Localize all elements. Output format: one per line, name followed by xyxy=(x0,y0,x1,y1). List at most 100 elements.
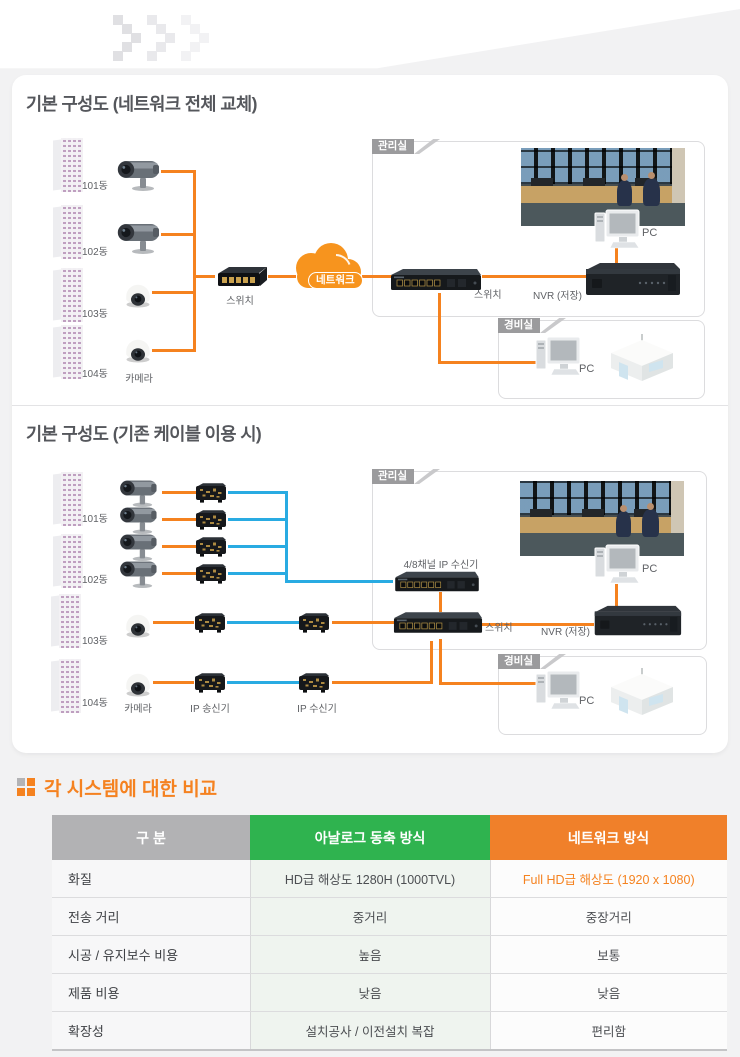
mosaic-arrow-icon xyxy=(113,15,123,25)
nvr-icon xyxy=(584,261,680,298)
cable-line-orange xyxy=(162,572,196,575)
diagram-card: 기본 구성도 (네트워크 전체 교체) 관리실 경비실 101동 102동 10… xyxy=(12,75,728,753)
guard-house-icon xyxy=(611,668,673,722)
cable-line-orange xyxy=(615,247,618,263)
operator-silhouette xyxy=(642,509,659,537)
channel-receiver-label: 4/8채널 IP 수신기 xyxy=(403,560,479,571)
management-room-tag: 관리실 xyxy=(372,469,414,484)
ip-transmitter-icon xyxy=(193,672,227,694)
analog-cell: 중거리 xyxy=(249,897,490,936)
ip-transmitter-label: IP 송신기 xyxy=(190,704,230,715)
cable-line-orange xyxy=(162,518,196,521)
cable-line-orange xyxy=(162,491,196,494)
building-label: 104동 xyxy=(82,369,108,380)
guard-house-icon xyxy=(611,334,673,388)
bullet-camera-icon xyxy=(115,558,161,588)
cable-line-orange xyxy=(439,639,442,685)
cable-line-orange xyxy=(615,584,618,606)
ip-transmitter-icon xyxy=(194,509,228,531)
rack-switch-label: 스위치 xyxy=(485,623,513,634)
pc-label: PC xyxy=(642,563,658,575)
cable-line-orange xyxy=(481,623,594,626)
row-label: 시공 / 유지보수 비용 xyxy=(52,935,250,974)
cable-line-orange xyxy=(152,291,196,294)
pc-icon xyxy=(535,333,581,379)
building-label: 104동 xyxy=(82,698,108,709)
control-room-photo xyxy=(520,481,684,556)
table-row: 제품 비용 낮음 낮음 xyxy=(52,973,727,1012)
table-row: 시공 / 유지보수 비용 높음 보통 xyxy=(52,935,727,974)
switch-label: 스위치 xyxy=(226,296,254,307)
building-icon xyxy=(53,534,83,588)
section2-title: 기본 구성도 (기존 케이블 이용 시) xyxy=(26,424,262,444)
table-header-row: 구 분 아날로그 동축 방식 네트워크 방식 xyxy=(52,815,727,860)
pc-label: PC xyxy=(642,227,658,239)
cable-line-orange xyxy=(153,681,194,684)
comparison-table: 구 분 아날로그 동축 방식 네트워크 방식 화질 HD급 해상도 1280H … xyxy=(52,815,727,1051)
building-label: 101동 xyxy=(82,181,108,192)
security-room-tag: 경비실 xyxy=(498,318,540,333)
rack-switch-icon xyxy=(389,266,483,294)
cable-line-orange xyxy=(438,361,540,364)
cable-line-blue xyxy=(227,621,299,624)
building-icon xyxy=(53,205,83,259)
pc-icon xyxy=(594,543,640,585)
analog-cell: 낮음 xyxy=(249,973,490,1012)
channel-receiver-icon xyxy=(390,569,484,595)
ip-transmitter-icon xyxy=(194,563,228,585)
nvr-label: NVR (저장) xyxy=(533,291,582,302)
operator-head xyxy=(647,503,654,510)
building-label: 103동 xyxy=(82,636,108,647)
building-label: 102동 xyxy=(82,575,108,586)
cable-line-orange xyxy=(268,275,296,278)
operator-silhouette xyxy=(616,511,631,537)
cable-line-orange xyxy=(332,621,394,624)
bullet-camera-icon xyxy=(115,504,161,534)
cable-line-blue xyxy=(285,580,393,583)
operator-head xyxy=(648,172,655,179)
table-row: 확장성 설치공사 / 이전설치 복잡 편리함 xyxy=(52,1011,727,1051)
network-cell: 중장거리 xyxy=(489,897,727,936)
desk xyxy=(521,186,685,203)
row-label: 전송 거리 xyxy=(52,897,250,936)
building-label: 102동 xyxy=(82,247,108,258)
door xyxy=(619,362,628,380)
row-label: 제품 비용 xyxy=(52,973,250,1012)
cable-line-blue xyxy=(228,545,288,548)
cable-line-orange xyxy=(161,233,196,236)
bullet-camera-icon xyxy=(115,157,161,191)
wall-column xyxy=(672,148,685,203)
cable-line-blue xyxy=(228,518,288,521)
section1-title: 기본 구성도 (네트워크 전체 교체) xyxy=(26,94,257,114)
ip-receiver-icon xyxy=(297,672,331,694)
dome-camera-icon xyxy=(123,610,153,638)
ip-transmitter-icon xyxy=(194,536,228,558)
section-divider xyxy=(12,405,728,406)
antenna xyxy=(641,668,643,677)
bullet-camera-icon xyxy=(115,220,161,254)
ip-receiver-label: IP 수신기 xyxy=(297,704,337,715)
desk xyxy=(520,517,684,533)
grid-bullet-icon xyxy=(17,778,25,786)
cable-line-orange xyxy=(161,170,196,173)
pc-label: PC xyxy=(579,695,595,707)
pc-icon xyxy=(594,208,640,250)
cable-line-orange xyxy=(193,170,196,352)
dome-camera-icon xyxy=(123,280,153,308)
cable-line-orange xyxy=(152,349,196,352)
building-icon xyxy=(53,472,83,526)
rack-switch-icon xyxy=(392,608,484,638)
rack-switch-label: 스위치 xyxy=(474,290,502,301)
operator-head xyxy=(620,505,627,512)
header-category: 구 분 xyxy=(52,815,250,860)
network-cell: 보통 xyxy=(489,935,727,974)
cable-line-orange xyxy=(153,621,194,624)
mosaic-arrow-icon xyxy=(147,15,157,25)
cable-line-orange xyxy=(162,545,196,548)
network-cell: Full HD급 해상도 (1920 x 1080) xyxy=(489,860,727,898)
cable-line-orange xyxy=(332,681,433,684)
analog-cell: 설치공사 / 이전설치 복잡 xyxy=(249,1011,490,1051)
ip-transmitter-icon xyxy=(193,612,227,634)
header-decoration xyxy=(0,0,740,69)
